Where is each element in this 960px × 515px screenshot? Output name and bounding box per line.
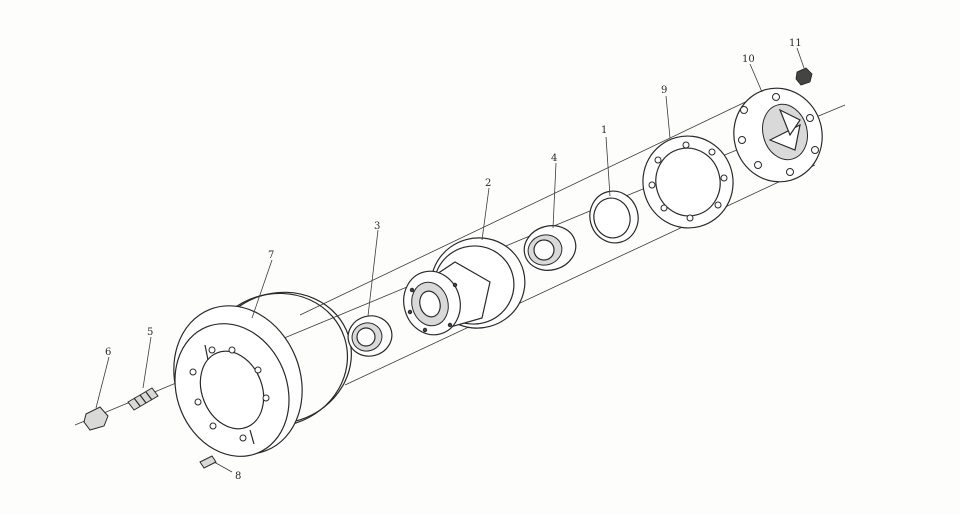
- callout-labels: 1 2 3 4 5 6 7 8 9 10 11: [105, 38, 802, 482]
- leader-lines: [95, 47, 805, 473]
- gasket: [642, 135, 734, 229]
- callout-8: 8: [235, 471, 241, 482]
- brake-drum: [173, 291, 352, 457]
- callout-10: 10: [742, 54, 755, 65]
- wheel-nut: [83, 406, 109, 431]
- callout-1: 1: [601, 125, 607, 136]
- callout-2: 2: [485, 178, 491, 189]
- callout-7: 7: [268, 250, 274, 261]
- callout-4: 4: [551, 153, 557, 164]
- callout-11: 11: [789, 38, 802, 49]
- wheel-hub: [403, 237, 526, 336]
- axle-flange: [733, 87, 823, 183]
- outer-bearing: [523, 225, 577, 271]
- inner-bearing: [347, 315, 393, 357]
- flange-nut: [795, 67, 813, 86]
- seal-ring: [589, 190, 639, 244]
- callout-5: 5: [147, 327, 153, 338]
- callout-3: 3: [374, 221, 380, 232]
- callout-9: 9: [661, 85, 667, 96]
- drum-screw: [199, 455, 217, 469]
- wheel-stud: [127, 387, 159, 411]
- callout-6: 6: [105, 347, 111, 358]
